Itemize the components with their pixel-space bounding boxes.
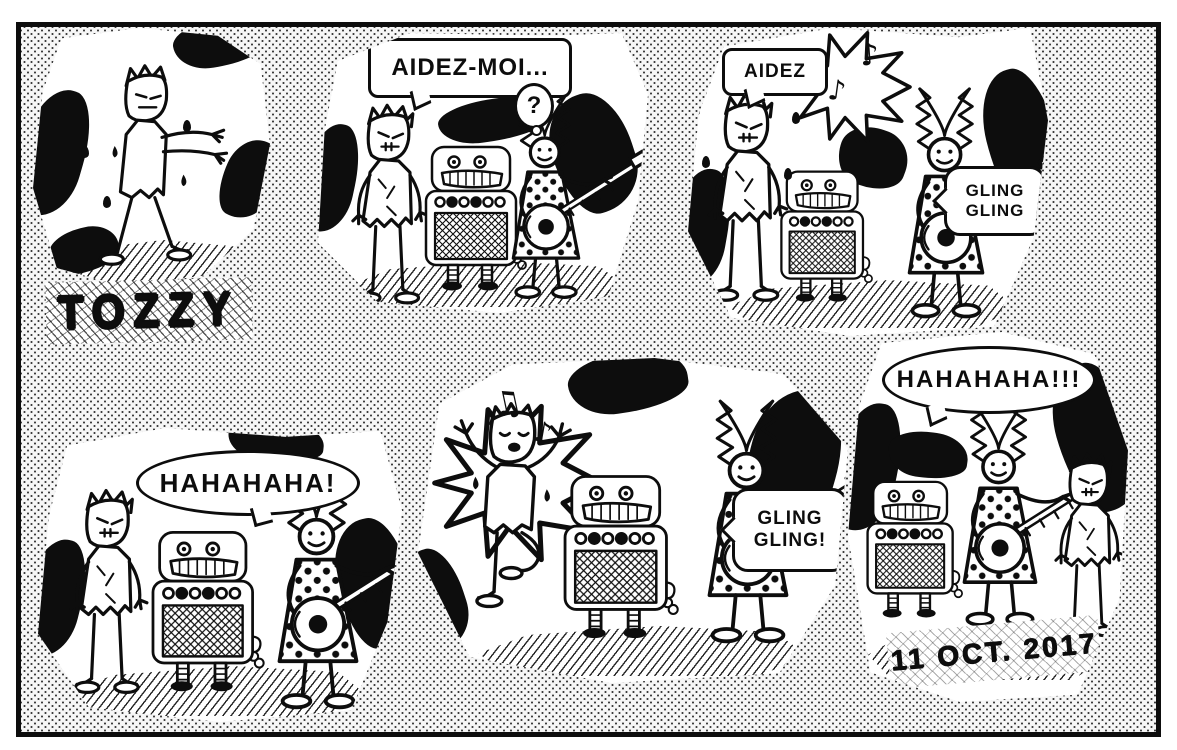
panel-5: ♫ ♪ GLING GLING! <box>418 358 848 683</box>
comic-title: TOZZY <box>57 281 241 340</box>
music-note-icon: ♪ <box>858 37 881 74</box>
question-mark-text: ? <box>526 92 542 119</box>
question-bubble: ? <box>514 83 554 136</box>
signature-date: 11 OCT. 2017 <box>889 627 1099 676</box>
goo-drip <box>103 196 111 208</box>
laugh-bubble: HAHAHAHA!!! <box>882 346 1096 414</box>
sweat-drop <box>702 156 710 168</box>
amp-monster-figure <box>774 168 874 304</box>
sfx-text: GLING GLING! <box>753 508 827 551</box>
sweat-drop <box>792 112 800 124</box>
sweat-drop <box>784 168 792 180</box>
panel-6: HAHAHAHA!!! 11 OCT. 2017 <box>848 332 1128 702</box>
laugh-bubble: HAHAHAHA! <box>136 450 360 516</box>
sfx-bubble: GLING GLING! <box>732 488 848 572</box>
speech-bubble: AIDEZ <box>722 48 828 96</box>
speech-text: AIDEZ-MOI... <box>391 54 549 81</box>
sfx-bubble: GLING GLING <box>944 166 1046 236</box>
panel-3: ♫ ♪ ♪ AIDEZ GLING GLING <box>688 28 1048 336</box>
sfx-text: GLING GLING <box>965 181 1025 220</box>
panel-4: HAHAHAHA! <box>38 428 402 722</box>
comic-title-strip: TOZZY <box>45 277 253 345</box>
zombie-figure <box>83 60 241 275</box>
goo-drip <box>81 146 89 158</box>
speech-text: AIDEZ <box>744 61 806 82</box>
panel-2: AIDEZ-MOI... ? <box>318 33 648 313</box>
laugh-text: HAHAHAHA! <box>159 467 337 498</box>
goo-drip <box>183 120 191 132</box>
laugh-text: HAHAHAHA!!! <box>896 366 1082 393</box>
amp-monster-figure <box>556 472 680 641</box>
